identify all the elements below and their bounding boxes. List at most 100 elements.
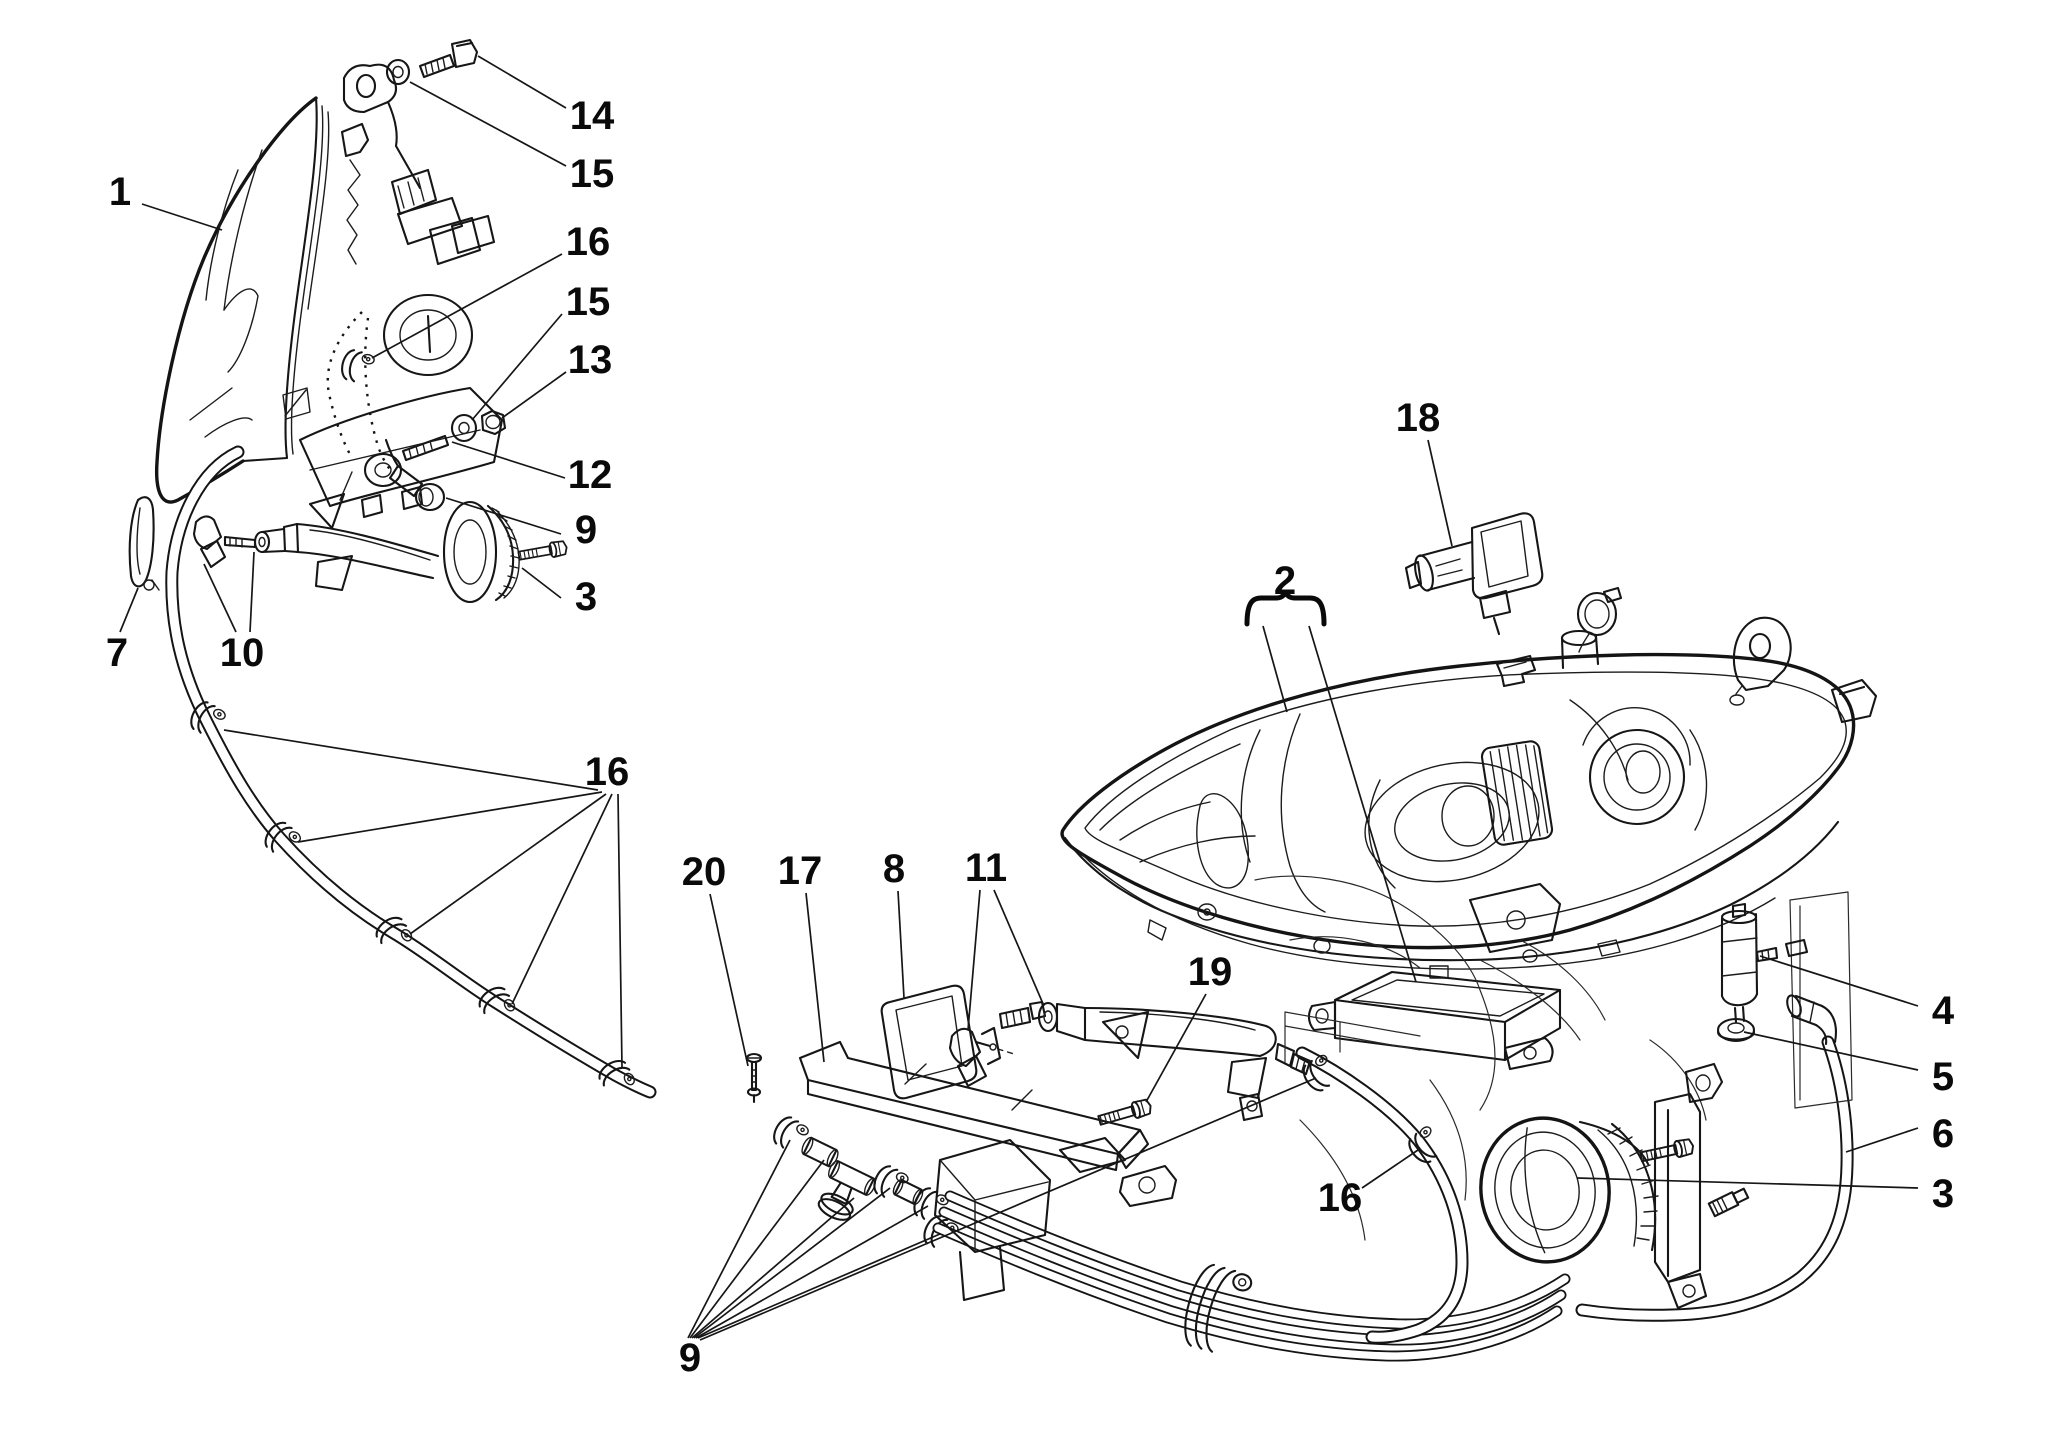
- callout-15b: 15: [566, 280, 611, 324]
- callout-1: 1: [109, 170, 131, 214]
- callout-3a: 3: [575, 575, 597, 619]
- callout-11: 11: [965, 846, 1007, 890]
- mounting-flag: [1732, 616, 1792, 695]
- band-clip: [1184, 1263, 1253, 1353]
- upper-bolt-14: [418, 38, 479, 79]
- vent-grille: [1480, 740, 1554, 846]
- ballast-ecu: [1307, 970, 1562, 1071]
- leader-line-16b: [617, 793, 623, 1069]
- hose-sleeve: [892, 1178, 924, 1206]
- leader-line-16b: [297, 791, 603, 843]
- leader-line-13: [501, 371, 567, 419]
- callout-5: 5: [1932, 1055, 1954, 1099]
- leader-line-9b: [691, 1197, 855, 1339]
- leader-line-9a: [445, 497, 562, 535]
- callout-8: 8: [883, 847, 905, 891]
- callout-9a: 9: [575, 508, 597, 552]
- retaining-clip-16: [337, 347, 377, 386]
- leader-line-9b: [697, 1233, 941, 1339]
- side-stud-12: [401, 434, 450, 462]
- callout-15a: 15: [570, 152, 615, 196]
- callout-9b: 9: [679, 1336, 701, 1380]
- callout-16c: 16: [1318, 1176, 1363, 1220]
- callout-7: 7: [106, 631, 128, 675]
- hose-bundle-bottom: [932, 1190, 1571, 1362]
- leader-line-16b: [223, 729, 599, 791]
- leader-line-18: [1427, 439, 1453, 547]
- callout-10: 10: [220, 631, 265, 675]
- leader-line-12: [451, 441, 566, 479]
- callout-18: 18: [1396, 396, 1441, 440]
- leader-line-9b: [689, 1159, 825, 1339]
- leader-line-5: [1743, 1031, 1919, 1071]
- nut-13: [480, 409, 507, 436]
- pump-motor-3-left: [442, 500, 520, 604]
- hose-sleeve: [801, 1136, 839, 1168]
- cover-cap-7: [128, 496, 160, 591]
- leader-line-16b: [511, 793, 613, 1005]
- callout-brace-2: [1244, 589, 1327, 627]
- washer-jet-right-assembly: [948, 1000, 1312, 1130]
- callout-14: 14: [570, 94, 615, 138]
- leader-line-9b: [693, 1187, 891, 1339]
- jet-bracket-10: [192, 515, 257, 569]
- callout-2: 2: [1274, 559, 1296, 603]
- leader-line-10: [203, 563, 237, 633]
- callout-12: 12: [568, 453, 613, 497]
- leader-line-2: [1262, 625, 1288, 713]
- leader-line-15a: [409, 81, 567, 167]
- xenon-bulb-18: [1404, 512, 1544, 636]
- leader-line-7: [119, 587, 139, 633]
- leader-line-1: [141, 203, 223, 231]
- barb-fitting: [1707, 1187, 1750, 1218]
- callout-17: 17: [778, 849, 823, 893]
- elbow-connector: [1786, 994, 1837, 1046]
- leader-line-9b: [699, 1077, 1317, 1341]
- leader-line-8: [897, 890, 905, 999]
- leader-line-3a: [521, 567, 562, 599]
- leader-line-19: [1145, 993, 1207, 1103]
- leader-line-9b: [687, 1139, 791, 1339]
- leader-line-11: [967, 889, 981, 1031]
- leader-line-14: [477, 55, 567, 109]
- callout-4: 4: [1932, 989, 1955, 1033]
- jet-feed-hose-right: [1295, 1046, 1469, 1344]
- pump-hose-6: [1575, 1035, 1854, 1322]
- leader-line-16c: [1361, 1149, 1419, 1189]
- washer-15-side: [450, 413, 478, 443]
- leader-line-16b: [409, 793, 607, 935]
- left-washer-jet-assembly: [128, 492, 569, 604]
- leader-line-4: [1759, 955, 1919, 1007]
- bracket-bolt-19: [1096, 1097, 1154, 1130]
- pump-bolt-3-left: [516, 539, 569, 564]
- screw-20: [745, 1052, 763, 1104]
- leader-line-16a: [371, 253, 563, 359]
- leader-line-6: [1845, 1127, 1919, 1153]
- leader-line-20: [709, 893, 749, 1067]
- grommet-5: [1716, 1017, 1756, 1043]
- connector-fittings-9: [745, 1052, 961, 1254]
- callout-16b: 16: [585, 750, 630, 794]
- telescopic-nozzle-left: [253, 492, 440, 592]
- pump-motor-3-right: [1479, 1062, 1724, 1310]
- leader-line-15b: [471, 313, 563, 421]
- callout-6: 6: [1932, 1112, 1954, 1156]
- callout-19: 19: [1188, 950, 1233, 994]
- leader-line-17: [805, 892, 825, 1063]
- leader-line-3b: [1576, 1177, 1919, 1189]
- telescopic-actuator-19: [1037, 1001, 1312, 1122]
- callout-13: 13: [568, 338, 613, 382]
- rubber-bushing-9: [414, 482, 446, 512]
- callout-20: 20: [682, 850, 727, 894]
- leader-line-9b: [695, 1205, 929, 1339]
- top-clip: [1495, 654, 1537, 688]
- left-headlamp-assembly: [154, 38, 507, 519]
- washer-hose-left: [165, 445, 657, 1099]
- breather-cap: [1560, 586, 1623, 670]
- t-connector: [817, 1160, 877, 1221]
- nozzle-cover-8: [880, 984, 1015, 1100]
- washer-pump-4: [1716, 902, 1837, 1046]
- washer-15-upper: [385, 58, 411, 86]
